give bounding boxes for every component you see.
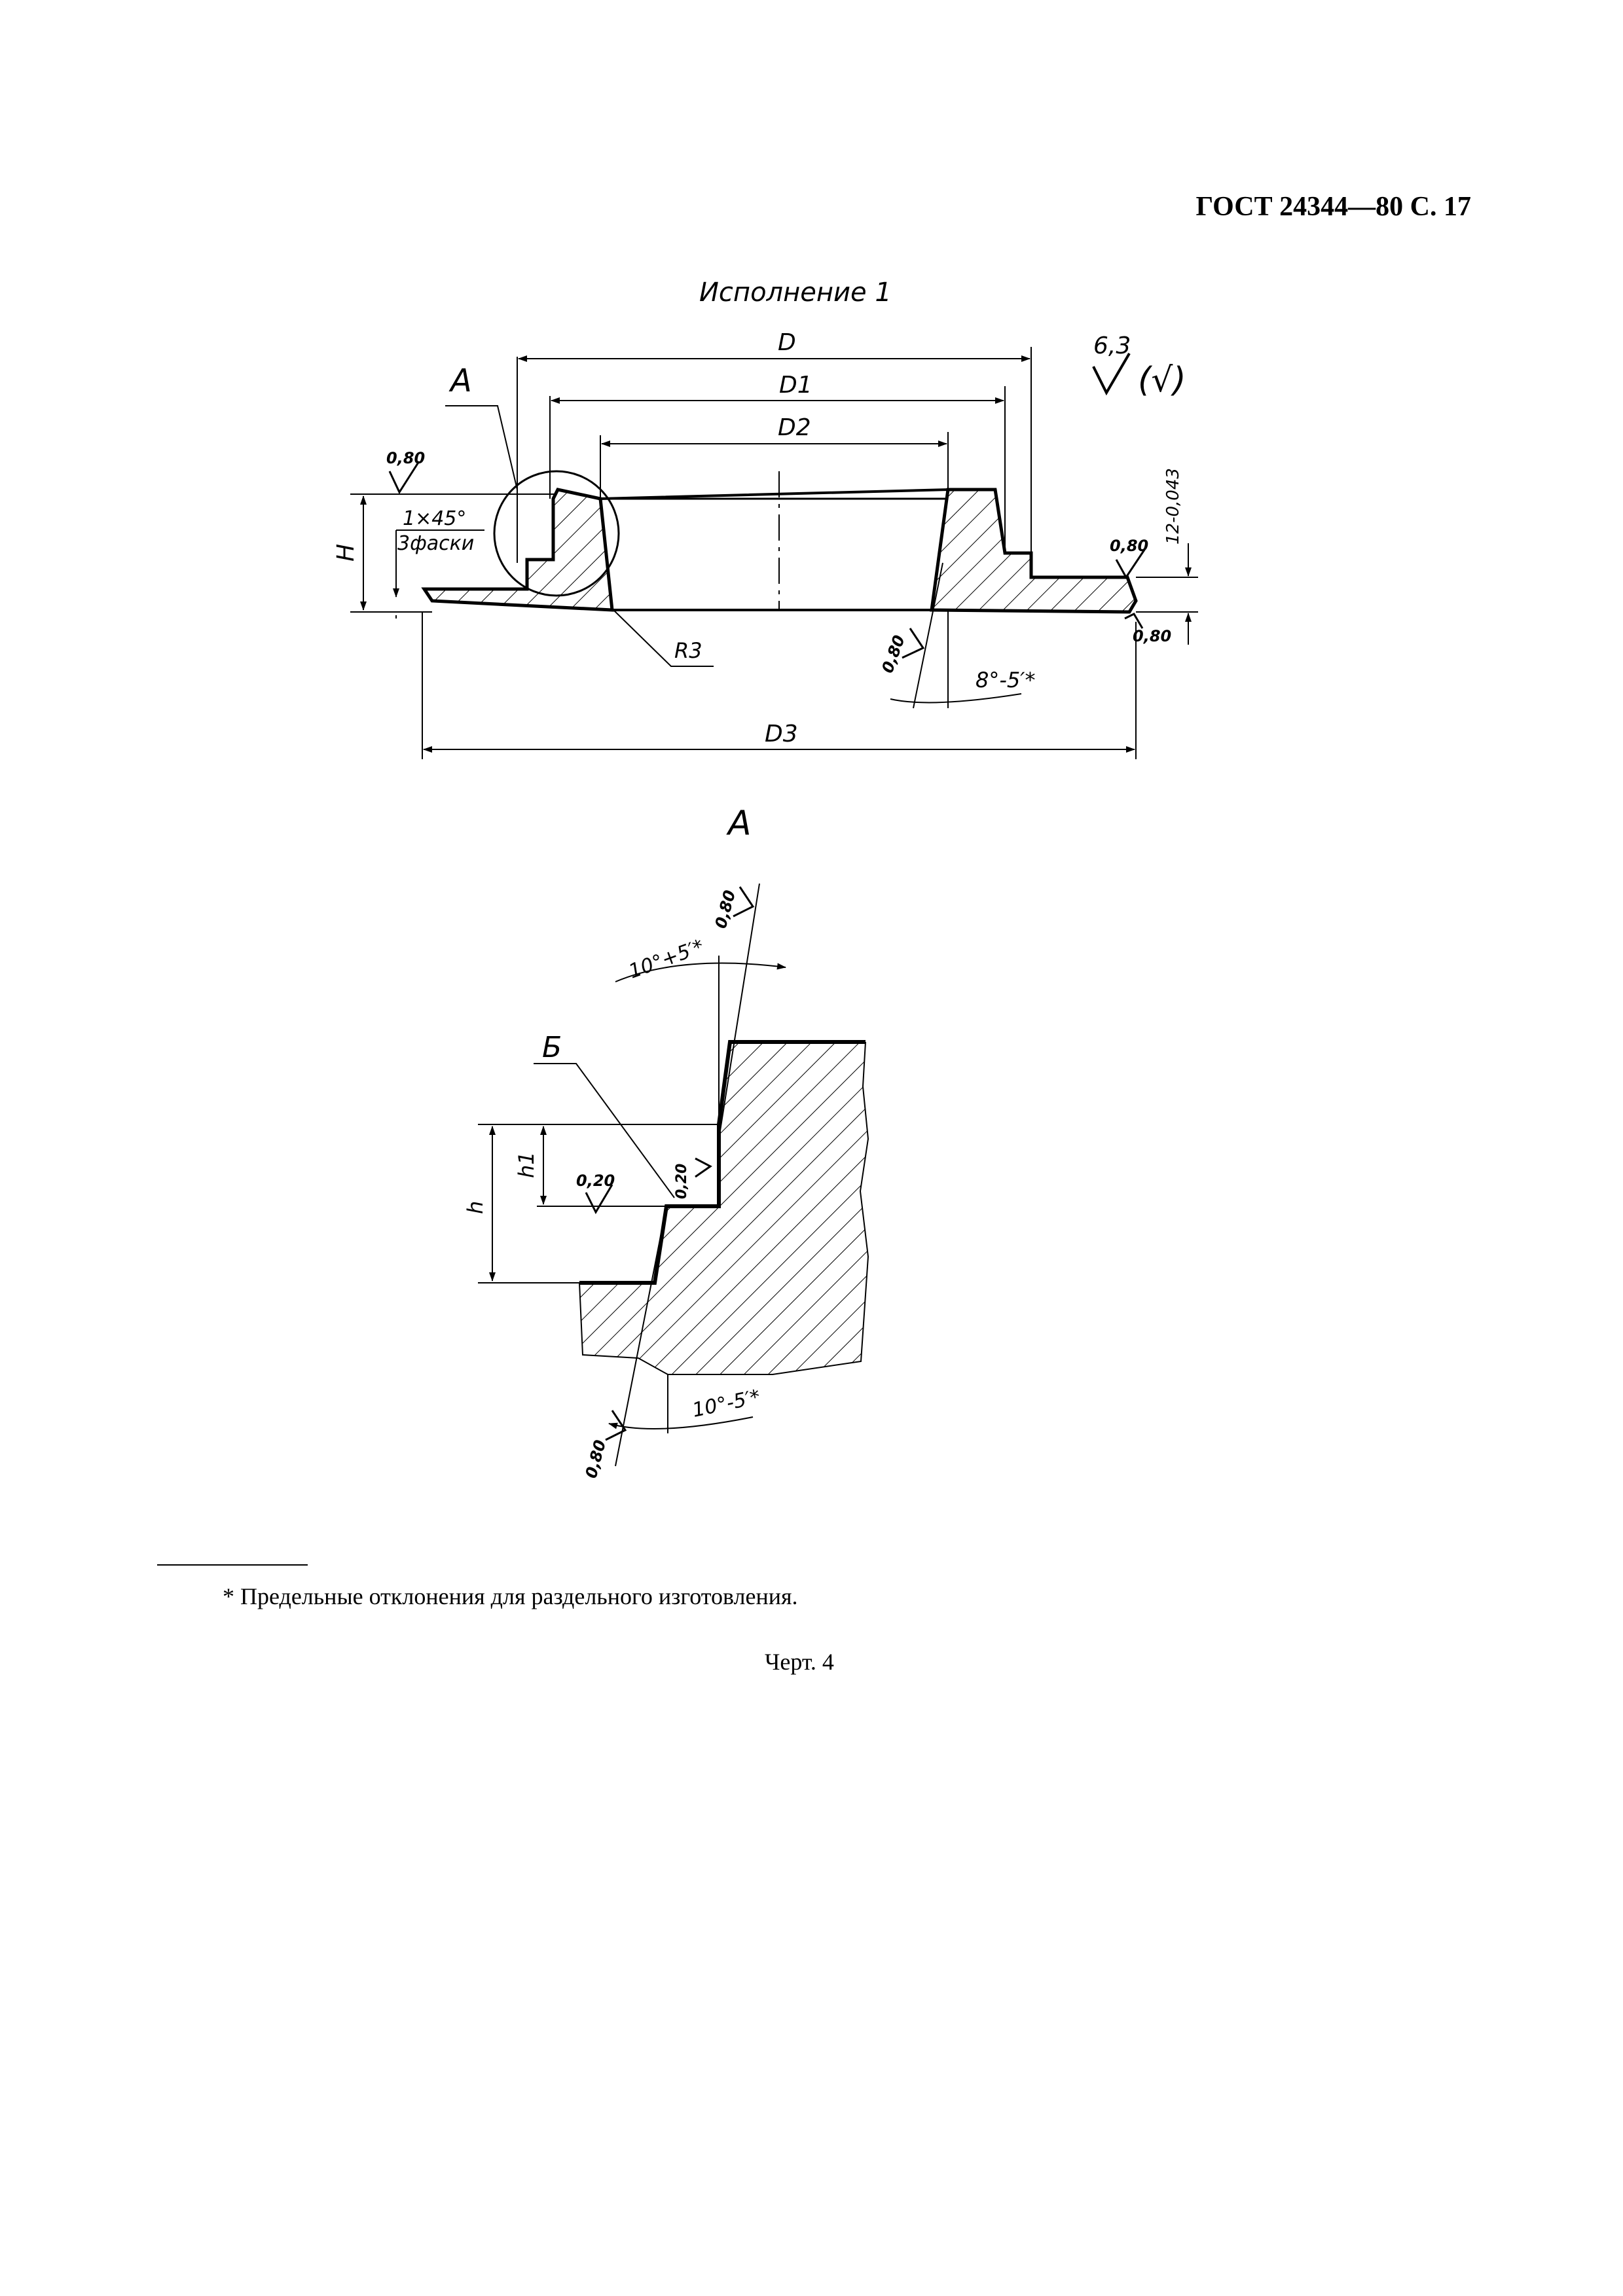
dim-D1-label: D1 xyxy=(779,372,812,399)
label-b: Б xyxy=(542,1031,562,1064)
roughness-check-icon xyxy=(605,1410,627,1441)
lower-angle-line xyxy=(615,1206,667,1467)
detail-profile xyxy=(579,1040,866,1285)
roughness-check-icon xyxy=(1115,549,1146,579)
detail-title: А xyxy=(726,804,752,843)
roughness-general-value: 6,3 xyxy=(1093,332,1131,359)
roughness-check-icon xyxy=(1124,613,1144,629)
section-right xyxy=(930,488,1138,614)
dim-h-label: h xyxy=(463,1201,488,1214)
roughness-check-icon xyxy=(902,628,925,659)
roughness-check-icon xyxy=(733,886,755,918)
dim-H: H xyxy=(333,493,556,619)
angle-lower: 10°-5′* xyxy=(690,1386,762,1422)
angle-upper: 10°+5′* xyxy=(626,935,707,984)
dim-H-label: H xyxy=(333,544,359,562)
dim-h: h1 h xyxy=(463,1124,719,1283)
detail-circle xyxy=(493,470,620,597)
roughness-080-c: 0,80 xyxy=(1133,627,1171,645)
variant-title: Исполнение 1 xyxy=(699,278,892,308)
footnote-rule xyxy=(157,1564,308,1566)
detail-body xyxy=(579,1042,868,1374)
bore-outline xyxy=(600,488,950,611)
dim-D2-label: D2 xyxy=(778,414,811,441)
detail-break-line xyxy=(579,1041,869,1375)
dim-h1-label: h1 xyxy=(514,1151,539,1178)
general-roughness: 6,3 (√) xyxy=(1092,332,1186,400)
dim-D3-label: D3 xyxy=(765,721,798,747)
angle-ref-line xyxy=(913,562,943,709)
chamfer-line2: 3фаски xyxy=(397,532,474,555)
roughness-general-paren: (√) xyxy=(1138,361,1186,400)
footnote: * Предельные отклонения для раздельного … xyxy=(223,1583,798,1609)
roughness-check-icon xyxy=(585,1184,613,1215)
radius-label: R3 xyxy=(674,638,702,663)
roughness-080-e: 0,80 xyxy=(712,888,739,930)
roughness-080-f: 0,80 xyxy=(582,1438,610,1480)
roughness-check-icon xyxy=(1092,352,1131,396)
chamfer-line1: 1×45° xyxy=(403,507,466,530)
thickness-tol: 12-0,043 xyxy=(1163,468,1183,545)
dim-D2: D2 xyxy=(600,414,949,499)
upper-angle-line xyxy=(718,883,760,1139)
roughness-check-icon xyxy=(695,1157,712,1178)
leader-a xyxy=(445,405,518,490)
dim-D: D xyxy=(517,329,1032,563)
figure-caption: Черт. 4 xyxy=(765,1649,834,1675)
angle-arc xyxy=(890,693,1022,704)
roughness-check-icon xyxy=(388,461,420,495)
dim-D1: D1 xyxy=(549,372,1006,553)
dim-thickness: 12-0,043 xyxy=(1136,468,1198,645)
roughness-020-a: 0,20 xyxy=(576,1172,615,1190)
dim-D-label: D xyxy=(778,329,796,356)
leader-b xyxy=(534,1063,675,1198)
roughness-080-d: 0,80 xyxy=(878,633,909,675)
roughness-080-a: 0,80 xyxy=(386,449,425,467)
upper-angle-arc xyxy=(615,962,786,982)
lower-angle-arc xyxy=(608,1416,754,1429)
view-label-a: А xyxy=(448,363,472,399)
dim-D3: D3 xyxy=(422,612,1137,759)
leader-r3 xyxy=(611,608,714,667)
angle-main: 8°-5′* xyxy=(976,668,1036,692)
page-header: ГОСТ 24344—80 С. 17 xyxy=(1195,192,1471,222)
roughness-020-b: 0,20 xyxy=(674,1164,690,1199)
